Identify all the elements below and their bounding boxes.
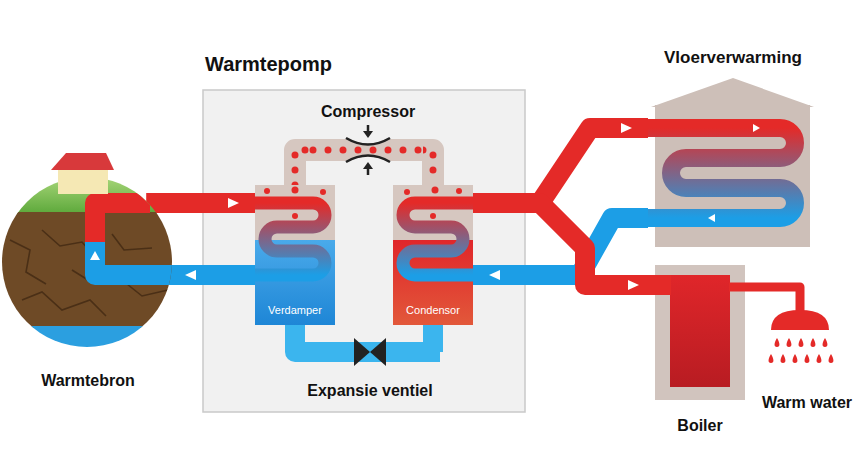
pipe-body [146,193,255,213]
illustration-part [403,203,473,275]
shower-head [757,300,857,380]
illustration-part [708,214,715,222]
condenser-block: Condensor [393,185,473,325]
boiler-tank [655,265,745,405]
heat-pump-housing: WarmtepompVerdamperCondensorCompressorEx… [203,90,525,412]
illustration-part [456,188,462,194]
heat-source-globe [2,150,174,350]
illustration-part [370,338,386,366]
pipe-body [295,325,300,352]
illustration-part [292,187,299,194]
expansion-valve: Expansie ventiel [300,338,440,400]
warm-water-tap: Warm water [757,300,857,412]
node-label: Verdamper [268,304,322,317]
pipe-body [295,150,313,185]
illustration-part [255,203,325,275]
illustration-part [58,168,108,194]
illustration-part [363,162,373,169]
flow-arrowhead [621,123,632,133]
illustration-part [51,153,114,170]
illustration-part [313,147,423,154]
illustration-part [313,139,423,161]
flow-arrowhead [489,270,500,280]
illustration-part [753,124,760,132]
node-label: Warm water [762,393,852,412]
heat-source: Warmtebron [2,150,174,390]
gas-bubbles [423,150,433,185]
node-label: Boiler [677,416,722,435]
node-label: Condensor [406,304,460,317]
illustration-part [367,125,370,132]
node-label: Warmtepomp [205,52,332,76]
flow-arrowhead [228,198,239,208]
boiler: Boiler [655,265,745,435]
illustration-part [354,338,370,366]
pipe-body [473,128,648,203]
pipe-body [473,203,655,285]
illustration-part [2,170,174,350]
flow-arrowhead [628,280,639,290]
node-label: Warmtebron [41,371,135,390]
floor-heating: Vloerverwarming [648,48,818,250]
illustration-part [292,213,298,219]
compressor: Compressor [313,102,423,164]
compressor-symbol [313,125,423,175]
illustration-part [430,213,436,219]
illustration-part [432,187,439,194]
illustration-part [346,156,390,163]
illustration-part [2,326,174,350]
gas-pipe [423,150,433,185]
water-pipe [473,123,648,203]
illustration-part [320,189,326,195]
water-pipe [473,203,655,290]
water-pipe [745,287,800,300]
heat-pump-panel [203,90,525,412]
pipe-body [169,265,255,285]
water-pipe [146,198,255,208]
floor-heating-house [648,48,818,250]
illustration-part [729,283,745,292]
gas-bubbles [295,150,313,185]
illustration-part [363,131,373,138]
illustration-part [648,128,795,218]
illustration-part [651,78,814,107]
pipe-body [745,287,800,300]
node-label: Compressor [321,102,415,121]
illustration-part [769,338,834,363]
illustration-part [95,242,174,275]
node-label: Expansie ventiel [307,381,432,400]
illustration-part [346,138,390,145]
gas-pipe [295,150,313,185]
illustration-part [655,275,671,295]
node-label: Vloerverwarming [664,48,802,68]
illustration-part [655,265,745,400]
illustration-part [95,203,150,246]
valve-symbol [300,338,440,366]
illustration-part [670,275,730,387]
illustration-part [367,168,370,175]
illustration-part [771,310,829,330]
flow-arrowhead [185,270,196,280]
water-pipe [169,270,255,280]
evaporator-block: Verdamper [255,185,335,325]
pipe-body [423,150,433,185]
illustration-part [90,251,100,260]
water-pipe [295,325,300,352]
illustration-part [264,188,270,194]
illustration-part [404,189,410,195]
